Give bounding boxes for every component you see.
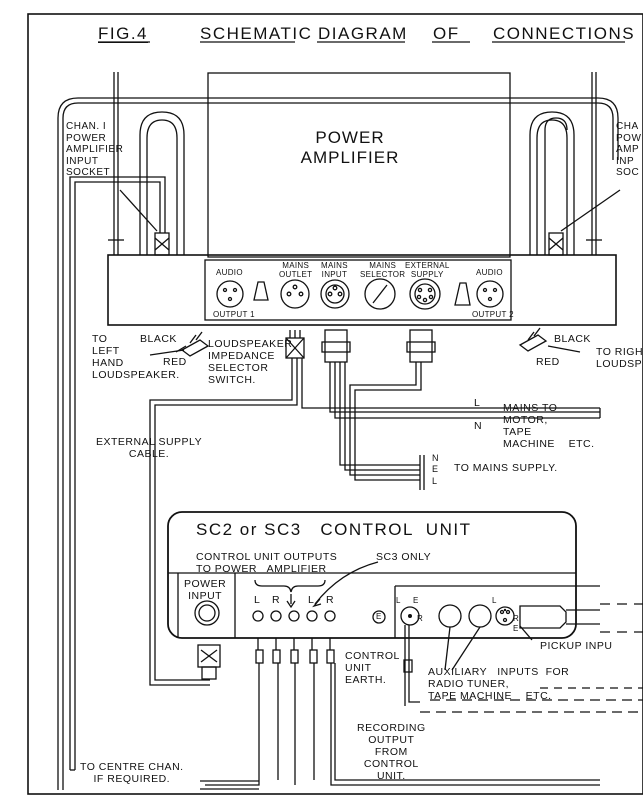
label-control-unit-earth: CONTROL UNIT EARTH. [345,650,400,687]
din-socket [495,606,515,626]
din-label-R: R [513,614,520,623]
label-mains-selector: MAINS SELECTOR [360,261,406,280]
title-word-schematic: SCHEMATIC [200,24,313,43]
label-audio-left: AUDIO [216,268,243,277]
sc3-only-label: SC3 ONLY [376,551,432,563]
control-unit-body [167,511,577,639]
output1-knob [253,281,269,301]
label-recording-output: RECORDING OUTPUT FROM CONTROL UNIT. [357,722,426,783]
output-L2 [306,610,318,622]
label-mains-L: L [474,397,481,409]
power-input-label: POWER INPUT [184,578,227,603]
label-to-mains-supply: TO MAINS SUPPLY. [454,462,558,474]
control-unit-title: SC2 or SC3 CONTROL UNIT [196,520,472,539]
label-left-speaker: TO LEFT HAND LOUDSPEAKER. [92,333,180,382]
edge-plug-5 [326,649,335,664]
edge-plug-2 [272,649,281,664]
label-mains-outlet: MAINS OUTLET [279,261,313,280]
din-label-L: L [492,596,497,605]
output-label-L2: L [308,594,315,606]
mains-input-socket [320,279,350,309]
edge-plug-3 [290,649,299,664]
title-word-of: OF [433,24,460,43]
output-label-R2: R [326,594,335,606]
label-audio-right: AUDIO [476,268,503,277]
edge-plug-1 [255,649,264,664]
aux-input-1 [438,604,462,628]
output-L1 [252,610,264,622]
output2-knob [454,282,471,306]
jack-label-R: R [417,614,424,623]
power-input-socket [194,600,220,626]
label-auxiliary-inputs: AUXILIARY INPUTS FOR RADIO TUNER, TAPE M… [428,666,570,703]
earth-label-E: E [376,612,382,621]
label-red-right: RED [536,356,560,368]
label-red-left: RED [163,356,187,368]
left-speaker-plug [180,339,210,357]
label-black-left: BLACK [140,333,177,345]
output-label-R1: R [272,594,281,606]
aux-input-2 [468,604,492,628]
audio-socket-right [476,280,504,308]
label-right-speaker: TO RIGH LOUDSP [596,346,643,371]
label-black-right: BLACK [554,333,591,345]
mains-selector-dial [364,278,396,310]
jack-socket [400,606,420,626]
right-speaker-plug [518,334,548,352]
output-R2 [324,610,336,622]
label-external-supply-cable: EXTERNAL SUPPLY CABLE. [96,436,203,461]
power-amplifier-title: POWER AMPLIFIER [300,128,400,167]
label-mains-input: MAINS INPUT [321,261,348,280]
label-external-supply: EXTERNAL SUPPLY [405,261,450,280]
earth-terminal [372,610,386,624]
label-pickup-input: PICKUP INPU [540,640,613,652]
label-nel: N E L [432,453,439,486]
label-chan1-socket: CHAN. I POWER AMPLIFIER INPUT SOCKET [66,121,124,178]
jack-label-L: L [396,596,401,605]
label-chan2-socket: CHA POW AMP INP SOC [616,121,642,178]
label-output-2: OUTPUT 2 [472,310,514,319]
top-cable-loop [57,97,619,790]
title-word-connections: CONNECTIONS [493,24,636,43]
audio-socket-left [216,280,244,308]
jack-label-E: E [413,596,419,605]
output-M [288,610,300,622]
edge-plug-4 [309,649,318,664]
fig-label: FIG.4 [98,24,149,43]
label-mains-to-motor: MAINS TO MOTOR, TAPE MACHINE ETC. [503,402,595,451]
outer-frame [27,13,643,795]
external-supply-socket [409,278,441,310]
label-mains-N: N [474,420,483,432]
control-unit-outputs-label: CONTROL UNIT OUTPUTS TO POWER AMPLIFIER [196,551,338,576]
title-word-diagram: DIAGRAM [318,24,408,43]
amplifier-panel [107,254,617,326]
output-label-L1: L [254,594,261,606]
power-amplifier-body [207,72,511,258]
pickup-plug [519,605,567,629]
mains-outlet-plug [409,329,433,363]
label-to-centre-chan: TO CENTRE CHAN. IF REQUIRED. [80,761,184,786]
mains-outlet-socket [280,279,310,309]
din-label-E: E [513,624,519,633]
label-output-1: OUTPUT 1 [213,310,255,319]
output-R1 [270,610,282,622]
label-selector-switch: LOUDSPEAKER IMPEDANCE SELECTOR SWITCH. [208,338,293,387]
mains-input-plug [324,329,348,363]
